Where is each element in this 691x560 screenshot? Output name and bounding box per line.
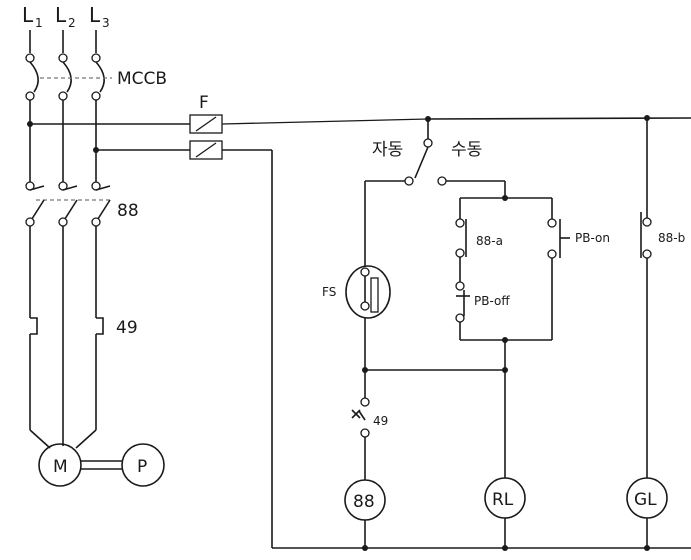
phase-labels: L 1 L 2 L 3 <box>22 3 110 30</box>
auto-manual-selector: 자동 수동 <box>372 116 482 186</box>
label-fuse: F <box>199 93 209 113</box>
label-l1: L <box>22 3 34 27</box>
label-contactor-88: 88 <box>117 201 139 221</box>
label-coil: 88 <box>353 492 375 512</box>
motor-pump: M P <box>29 429 165 487</box>
label-auto: 자동 <box>372 140 403 160</box>
phase-mid-lines <box>27 100 99 182</box>
manual-branch: 88-a PB-off PB-on <box>446 180 610 478</box>
coil-branch: 49 88 <box>344 367 508 551</box>
label-l2-sub: 2 <box>68 16 76 30</box>
label-motor: M <box>53 457 68 477</box>
label-pb-off: PB-off <box>474 294 510 308</box>
overload-relay-49: 49 <box>29 226 138 440</box>
phase-feed-lines <box>29 30 97 53</box>
mccb-breaker: MCCB <box>25 53 167 101</box>
label-overload-49: 49 <box>116 318 138 338</box>
label-overload-ctrl: 49 <box>373 414 388 428</box>
label-l2: L <box>55 3 67 27</box>
motor-symbol <box>38 443 82 487</box>
float-switch-branch: FS <box>322 180 405 370</box>
label-pump: P <box>137 457 147 477</box>
label-pb-on: PB-on <box>575 231 610 245</box>
label-manual: 수동 <box>451 140 482 160</box>
label-aux-b: 88-b <box>658 231 685 245</box>
label-float-switch: FS <box>322 285 336 299</box>
red-lamp-branch: RL <box>484 477 526 551</box>
main-contactor-88: 88 <box>25 181 139 227</box>
label-aux-a: 88-a <box>476 234 503 248</box>
label-mccb: MCCB <box>117 69 167 89</box>
control-feed: F <box>30 93 691 549</box>
label-l3: L <box>89 3 101 27</box>
label-green-lamp: GL <box>634 490 657 510</box>
label-red-lamp: RL <box>492 490 514 510</box>
green-lamp-branch: 88-b GL <box>626 115 685 551</box>
label-l1-sub: 1 <box>35 16 43 30</box>
label-l3-sub: 3 <box>102 16 110 30</box>
pump-symbol <box>121 443 165 487</box>
